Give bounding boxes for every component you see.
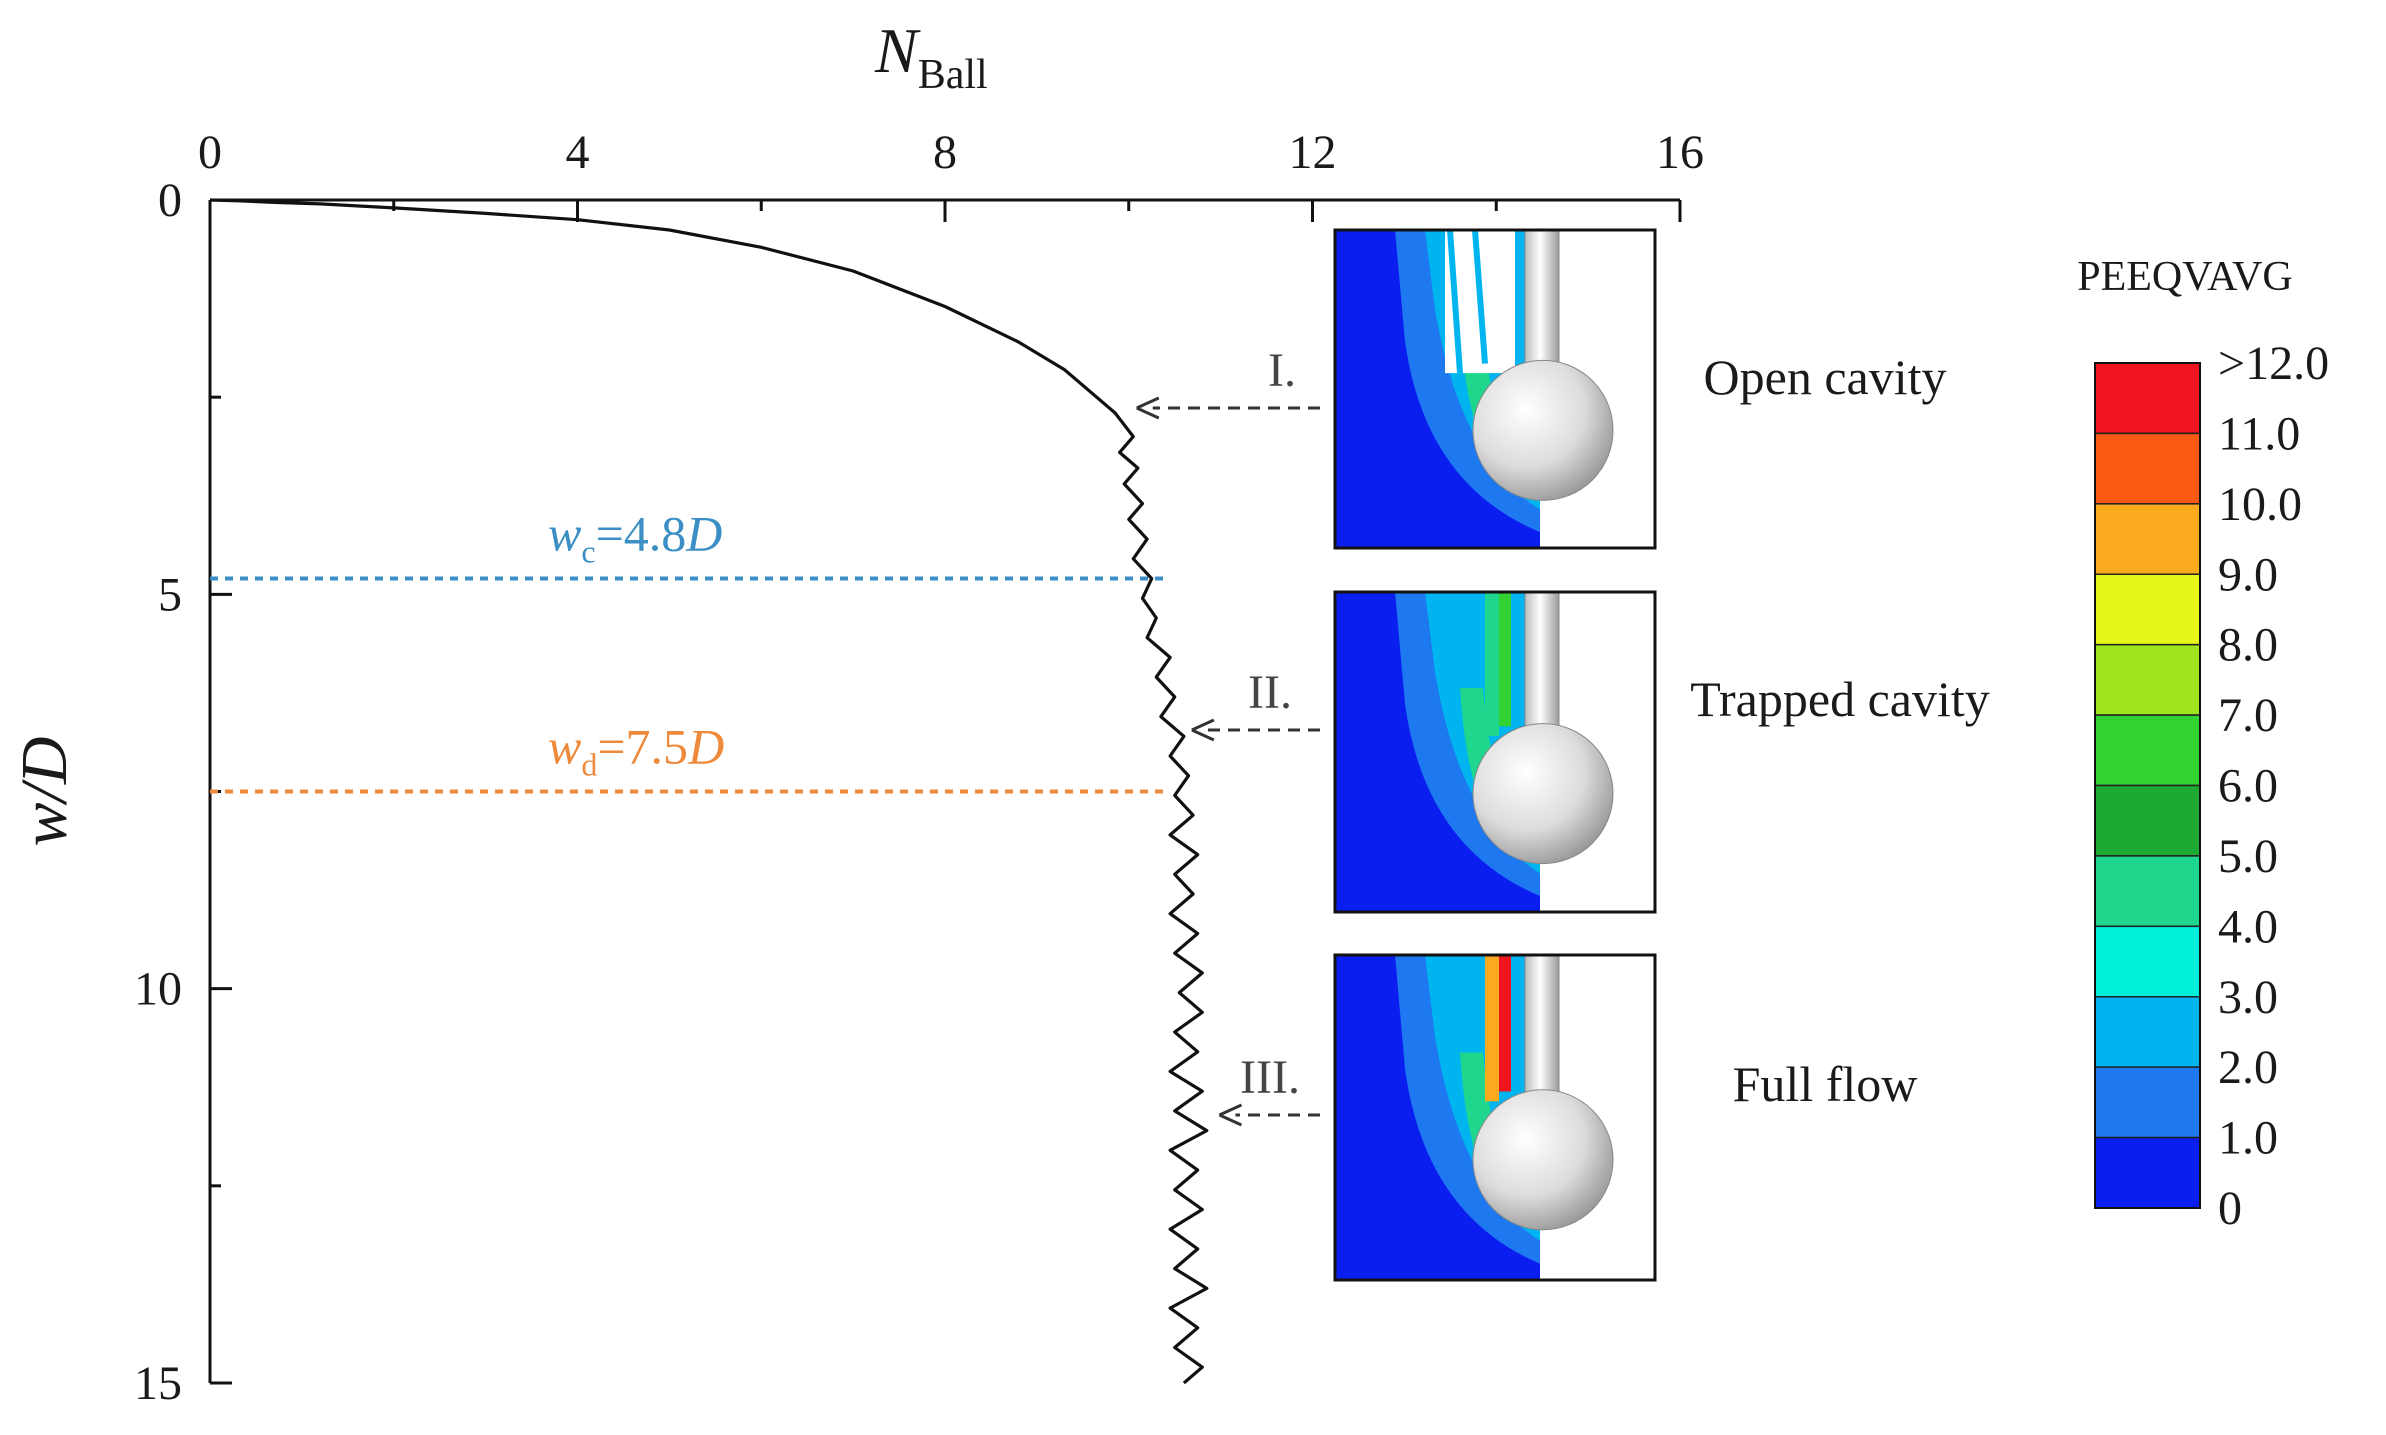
- x-tick-label: 4: [566, 126, 590, 179]
- colorbar-label: 3.0: [2218, 971, 2278, 1024]
- annotation-arrowhead: [1218, 1103, 1243, 1127]
- y-tick-label: 15: [134, 1357, 182, 1410]
- colorbar-swatch: [2094, 503, 2201, 576]
- strain-streak-hot: [1499, 592, 1511, 727]
- ref-label-var: w: [548, 506, 581, 562]
- ref-label-sub: c: [581, 534, 595, 570]
- ref-label-value: =7.5: [597, 719, 688, 775]
- colorbar-label: 8.0: [2218, 619, 2278, 672]
- colorbar-label: 9.0: [2218, 548, 2278, 601]
- series-group: [209, 198, 1209, 1385]
- x-tick-label: 16: [1656, 126, 1704, 179]
- colorbar-label: 5.0: [2218, 830, 2278, 883]
- annotation-arrowhead: [1136, 396, 1160, 420]
- x-tick-label: 12: [1289, 126, 1337, 179]
- colorbar-swatch: [2094, 1136, 2201, 1209]
- inset-panel: [1333, 590, 1657, 914]
- ref-label-unit: D: [685, 506, 722, 562]
- y-tick-label: 0: [158, 174, 182, 227]
- colorbar-label: 6.0: [2218, 760, 2278, 813]
- colorbar-swatch: [2094, 784, 2201, 857]
- annotation-roman: I.: [1268, 344, 1296, 397]
- strain-streak: [1485, 955, 1499, 1102]
- annotation-roman: II.: [1248, 666, 1292, 719]
- ball: [1472, 359, 1614, 501]
- inset-frame: [1333, 228, 1657, 550]
- annotation-caption: Trapped cavity: [1690, 671, 1990, 727]
- x-tick-label: 0: [198, 126, 222, 179]
- x-axis-title: NBall: [874, 15, 988, 98]
- ref-label-var: w: [548, 719, 581, 775]
- cavity-wall-fragment: [1447, 229, 1488, 374]
- colorbar-label: >12.0: [2218, 337, 2329, 390]
- inset-frame: [1333, 590, 1657, 914]
- colorbar-legend: PEEQVAVG >12.0 11.0 10.0 9.0 8.0 7.0 6.0 5.0 4.0 3…: [2077, 254, 2329, 1235]
- annotation-caption: Open cavity: [1704, 349, 1947, 405]
- inset-panel: [1333, 953, 1657, 1282]
- y-axis-title: w/D: [8, 736, 81, 846]
- colorbar-frame: [2094, 362, 2201, 1209]
- ref-label-sub: d: [581, 747, 597, 783]
- x-axis-title-main: N: [874, 15, 921, 86]
- colorbar-label: 0: [2218, 1182, 2242, 1235]
- colorbar-label: 11.0: [2218, 407, 2300, 460]
- x-tick-label: 8: [933, 126, 957, 179]
- y-tick-label: 5: [158, 568, 182, 621]
- strain-streak-hot: [1499, 955, 1511, 1092]
- y-tick-label: 10: [134, 963, 182, 1016]
- colorbar-label: 10.0: [2218, 478, 2302, 531]
- ref-label-unit: D: [687, 719, 724, 775]
- reference-line-label: wc=4.8D: [548, 506, 722, 570]
- ball: [1472, 1089, 1614, 1231]
- reference-line-label: wd=7.5D: [548, 719, 724, 783]
- annotation-roman: III.: [1240, 1051, 1300, 1104]
- colorbar-swatch: [2094, 573, 2201, 646]
- annotation-arrowhead: [1191, 718, 1215, 742]
- colorbar-label: 4.0: [2218, 900, 2278, 953]
- ref-label-value: =4.8: [596, 506, 687, 562]
- colorbar-label: 1.0: [2218, 1112, 2278, 1165]
- colorbar-swatch: [2094, 925, 2201, 998]
- strain-streak: [1485, 592, 1499, 736]
- colorbar-swatch: [2094, 714, 2201, 787]
- ball: [1472, 723, 1614, 865]
- colorbar-swatch: [2094, 432, 2201, 505]
- inset-panels: [1333, 228, 1657, 1282]
- annotation-caption: Full flow: [1733, 1056, 1918, 1112]
- x-axis-title-sub: Ball: [918, 52, 988, 98]
- colorbar-swatch: [2094, 362, 2201, 435]
- colorbar-swatch: [2094, 643, 2201, 716]
- axes-group: 0 4 8 12 16 0 5 10 15 NBall w/D: [8, 15, 1704, 1410]
- data-line: [209, 198, 1209, 1385]
- colorbar-label: 7.0: [2218, 689, 2278, 742]
- colorbar-title: PEEQVAVG: [2077, 254, 2293, 300]
- colorbar-swatch: [2094, 855, 2201, 928]
- colorbar-label: 2.0: [2218, 1041, 2278, 1094]
- colorbar-swatch: [2094, 1066, 2201, 1139]
- inset-panel: [1333, 228, 1657, 550]
- colorbar-swatch: [2094, 996, 2201, 1068]
- inset-frame: [1333, 953, 1657, 1282]
